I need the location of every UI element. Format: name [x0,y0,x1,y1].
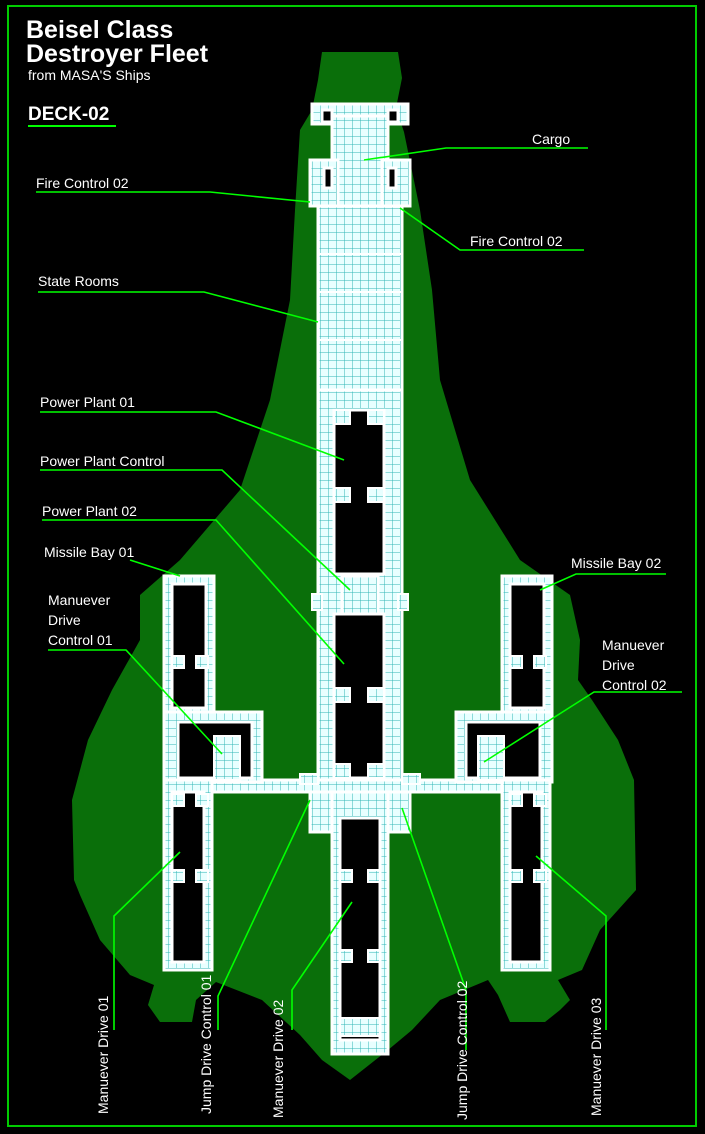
label-mdc-02-line-1: Manuever [602,637,665,653]
leader-missile-bay-02 [539,573,666,591]
missile-bay-02-bay [508,582,546,710]
deck-label: DECK-02 [28,104,109,125]
cross-strut-left [299,773,319,785]
bow-bulkhead-2 [386,108,400,124]
label-manuever-drive-02: Manuever Drive 02 [270,1000,286,1118]
md02-block-c [339,949,353,963]
pp-block-e [333,409,351,425]
leader-state-rooms [38,291,319,323]
md03-block-c [509,793,523,807]
label-missile-bay-02: Missile Bay 02 [571,555,661,571]
md02-block-e [339,1017,381,1037]
label-power-plant-control: Power Plant Control [40,453,165,469]
mb02-block-a [509,655,523,669]
leader-jdc-01 [217,799,311,1030]
leader-md-01 [113,851,181,1030]
label-mdc-01-line-1: Manuever [48,592,111,608]
label-manuever-drive-01: Manuever Drive 01 [95,996,111,1114]
label-fire-control-right: Fire Control 02 [470,233,563,249]
label-missile-bay-01: Missile Bay 01 [44,544,134,560]
md01-block-d [195,793,209,807]
pp-block-h [367,763,385,779]
leader-fire-control-right [399,207,584,251]
label-power-plant-01: Power Plant 01 [40,394,135,410]
leader-mdc-01 [48,649,223,755]
leader-md-02 [291,901,353,1030]
leader-cargo [363,147,588,161]
label-jump-drive-control-02: Jump Drive Control 02 [454,981,470,1120]
label-cargo: Cargo [532,131,570,147]
pp-block-d [367,687,385,703]
title-line-1: Beisel Class [26,16,173,44]
subtitle: from MASA'S Ships [28,67,151,83]
leader-power-plant-control [40,469,351,591]
label-mdc-02-line-3: Control 02 [602,677,667,693]
equipment-blocks [171,409,547,1037]
label-mdc-02-line-2: Drive [602,657,635,673]
label-jump-drive-control-01: Jump Drive Control 01 [198,975,214,1114]
mb02-block-b [533,655,547,669]
fc-left-inner [322,166,334,190]
label-mdc-01-line-2: Drive [48,612,81,628]
leader-mdc-02 [483,691,682,763]
missile-bay-01-bay [170,582,208,710]
bow-bulkhead [320,108,334,124]
md03-block-a [509,869,523,883]
label-power-plant-02: Power Plant 02 [42,503,137,519]
cargo-room [330,114,390,214]
md02-block-a [339,869,353,883]
leader-jdc-02 [401,807,467,1050]
fc-right-inner [386,166,398,190]
leader-power-plant-01 [40,411,345,461]
pp-block-b [367,487,385,503]
state-rooms-area [316,204,404,392]
md01-block-c [171,793,185,807]
side-tab-right [397,593,409,611]
label-mdc-01-line-3: Control 01 [48,632,113,648]
pp-block-a [333,487,351,503]
pp-control-room [340,574,380,618]
label-state-rooms: State Rooms [38,273,119,289]
leader-missile-bay-01 [129,559,181,577]
title-line-2: Destroyer Fleet [26,40,209,68]
leader-md-03 [535,855,607,1030]
frame-border [7,5,697,1127]
md-02-bay [338,816,382,1042]
side-tab-left [311,593,323,611]
md02-block-b [367,869,381,883]
pp-block-c [333,687,351,703]
leader-lines [36,147,682,1050]
section-lines [318,253,402,341]
cross-strut-right [401,773,421,785]
label-manuever-drive-03: Manuever Drive 03 [588,998,604,1116]
leader-fire-control-left [36,191,311,203]
md03-block-d [533,793,547,807]
mb01-block-a [171,655,185,669]
md01-block-b [195,869,209,883]
pp-block-f [367,409,385,425]
md01-block-a [171,869,185,883]
mdc-01-console [213,735,241,781]
pp-block-g [333,763,351,779]
md02-block-d [367,949,381,963]
mb01-block-b [195,655,209,669]
md03-block-b [533,869,547,883]
leader-power-plant-02 [42,519,345,665]
label-fire-control-left: Fire Control 02 [36,175,129,191]
